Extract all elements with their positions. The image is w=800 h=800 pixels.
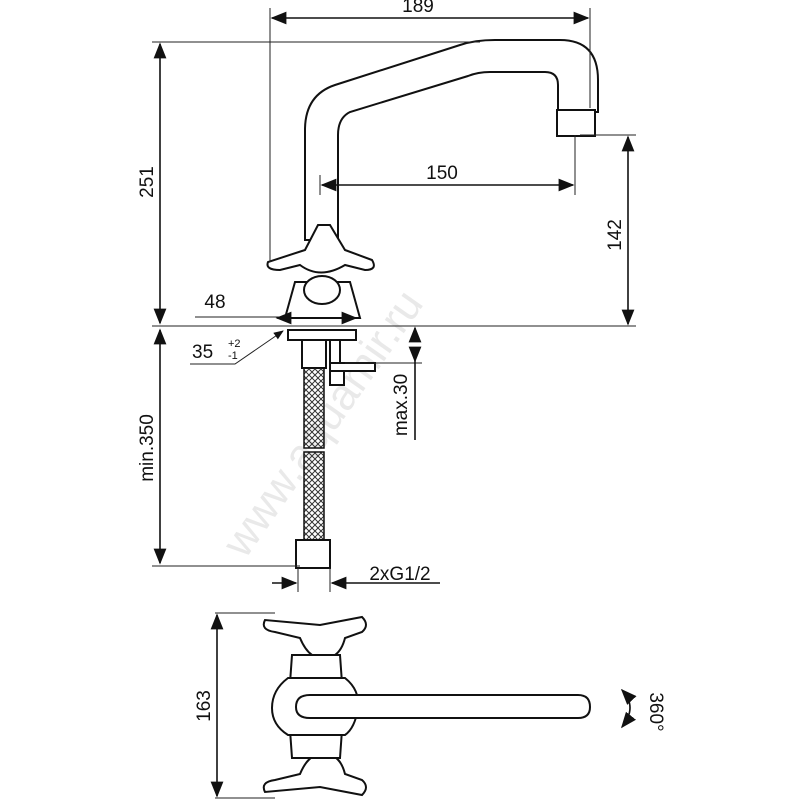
- dimension-lines: [152, 8, 636, 799]
- dim-48: 48: [204, 292, 225, 313]
- dim-min350: min.350: [137, 414, 158, 482]
- hose: [303, 367, 325, 449]
- spout-outlet: [556, 109, 596, 137]
- hose-fitting: [301, 339, 327, 369]
- body-highlight: [303, 275, 341, 305]
- faucet-top-view: [262, 615, 637, 797]
- dim-35-tol-plus: +2: [228, 338, 241, 350]
- dim-142: 142: [605, 219, 626, 251]
- dim-rotation: 360°: [645, 692, 666, 731]
- dim-35: 35: [192, 342, 213, 363]
- lever-spout: [294, 694, 592, 719]
- dim-connection: 2xG1/2: [369, 564, 430, 585]
- faucet-side-view: [266, 39, 599, 569]
- nut: [329, 370, 345, 386]
- hose-lower: [303, 451, 325, 541]
- dim-150: 150: [426, 163, 458, 184]
- top-cross-handle: [262, 615, 367, 659]
- dim-max30: max.30: [391, 374, 412, 436]
- dim-163: 163: [194, 690, 215, 722]
- cross-handle: [266, 224, 375, 274]
- dim-189: 189: [402, 0, 434, 17]
- bracket-arm: [329, 362, 376, 372]
- bottom-cross-handle: [262, 753, 367, 797]
- dim-35-tol-minus: -1: [228, 350, 238, 362]
- hose-nut: [295, 539, 331, 569]
- mount-plate: [287, 329, 357, 341]
- spout: [304, 39, 599, 241]
- rotation-arrow-icon: [620, 688, 637, 729]
- dim-251: 251: [137, 166, 158, 198]
